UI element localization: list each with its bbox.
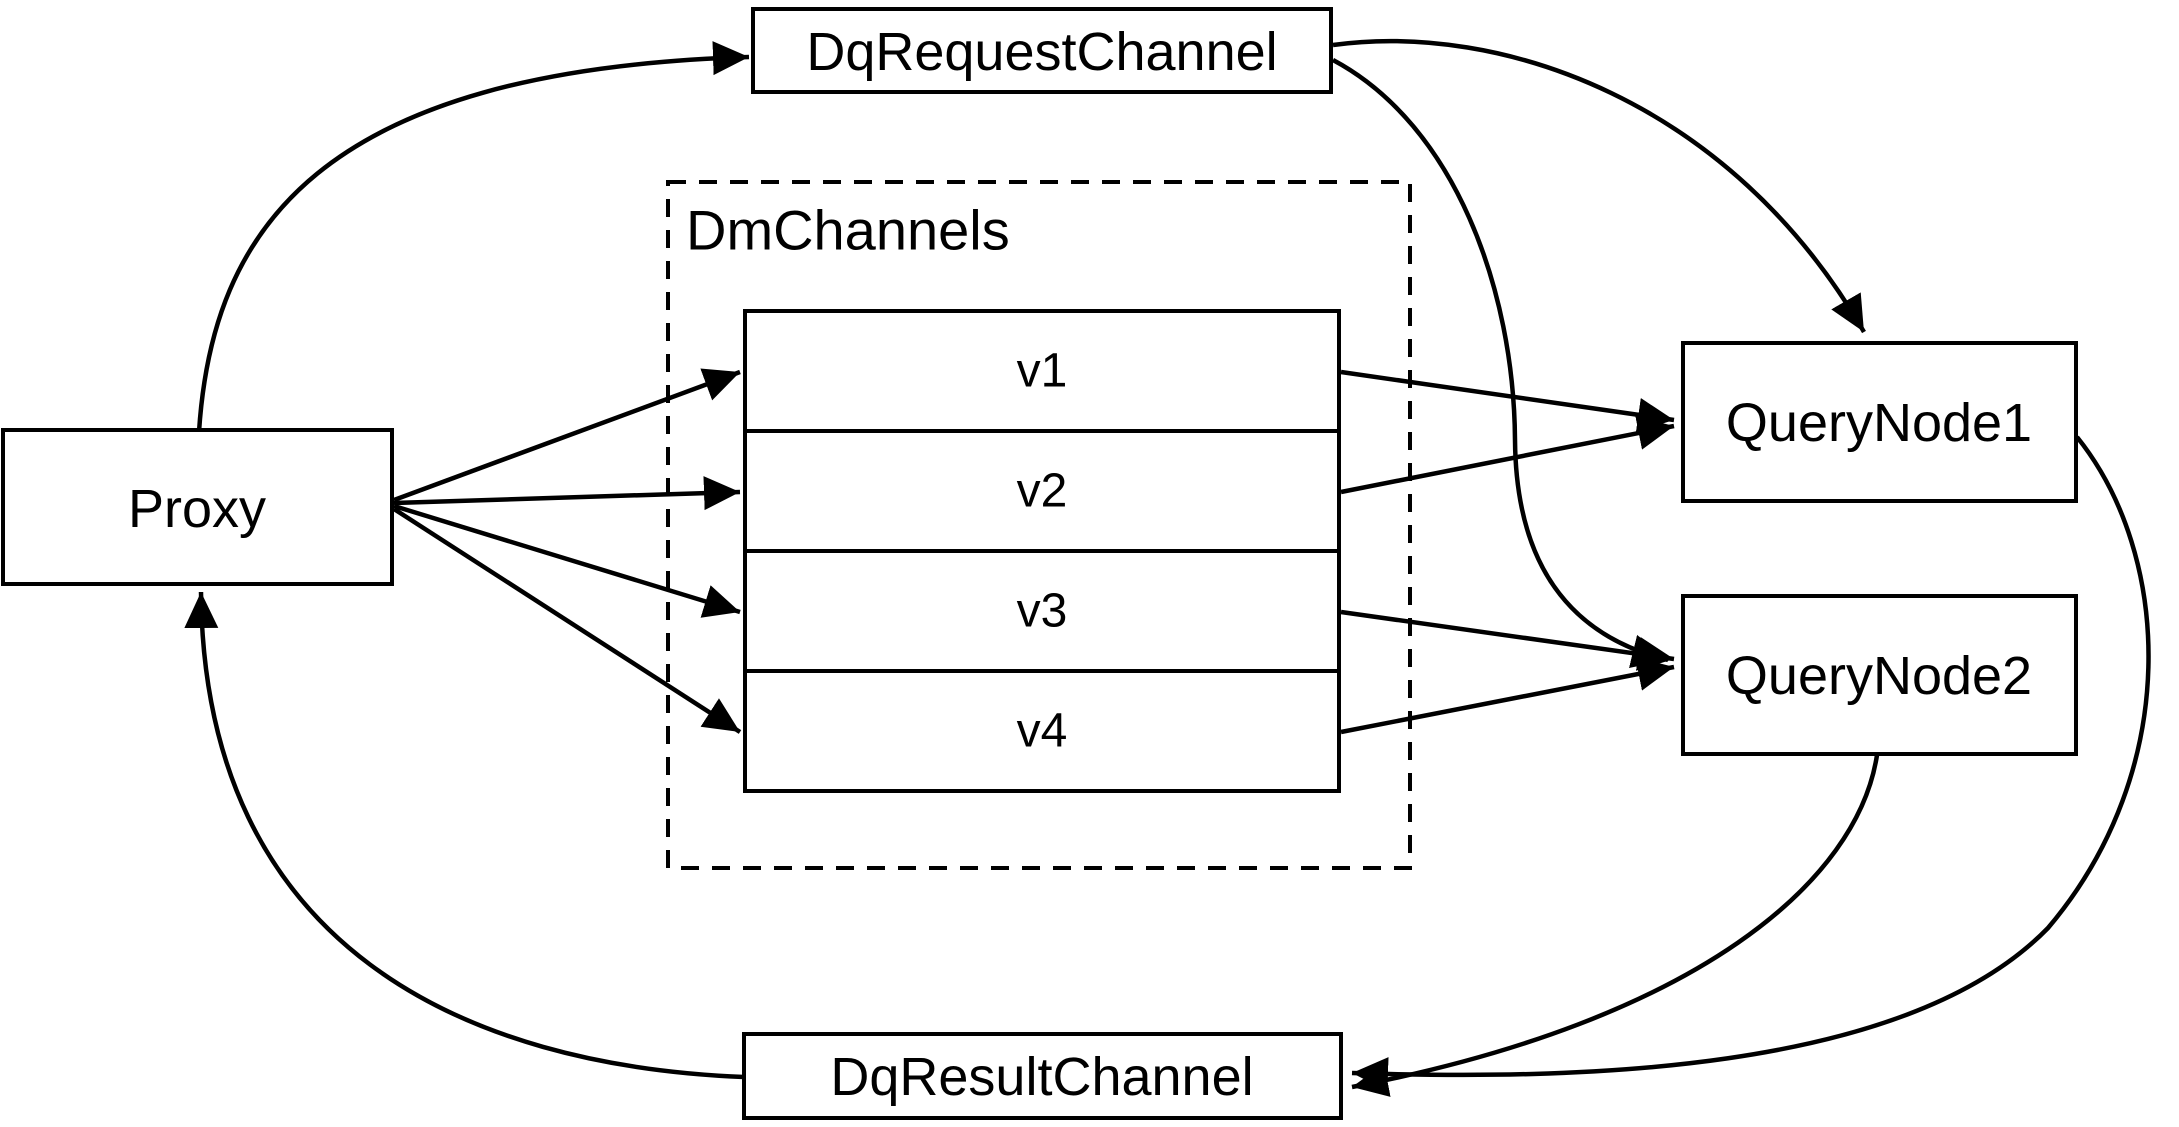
edge-v1-to-querynode1 <box>1340 369 1675 432</box>
querynode2-label: QueryNode2 <box>1726 646 2032 706</box>
proxy-box <box>1 428 394 586</box>
edge-querynode2-to-dqresultchannel <box>1351 754 1880 1097</box>
dqrequestchannel-label: DqRequestChannel <box>806 22 1277 82</box>
dmchannels-table: v1 v2 v3 v4 <box>743 309 1341 793</box>
edge-proxy-to-v4 <box>392 507 742 734</box>
channel-row-v3: v3 <box>1017 585 1068 638</box>
channel-row-v1: v1 <box>1017 345 1068 398</box>
channel-row-v4: v4 <box>1017 705 1068 758</box>
querynode1-label: QueryNode1 <box>1726 393 2032 453</box>
edge-proxy-to-dqrequestchannel <box>196 41 750 433</box>
edge-proxy-to-v3 <box>393 503 741 618</box>
dmchannels-dashed-border <box>666 180 1412 870</box>
edge-dqresultchannel-to-proxy <box>184 591 745 1080</box>
edge-proxy-to-v2 <box>393 476 741 511</box>
querynode1-box <box>1681 341 2078 503</box>
edge-dqrequestchannel-to-querynode1 <box>1332 38 1866 334</box>
edge-dqrequestchannel-to-querynode2 <box>1331 58 1669 668</box>
edge-v4-to-querynode2 <box>1340 657 1675 735</box>
edge-v3-to-querynode2 <box>1340 609 1675 671</box>
dmchannels-label: DmChannels <box>686 199 1010 262</box>
node-dqrequestchannel: DqRequestChannel <box>751 7 1333 94</box>
node-querynode1: QueryNode1 <box>1681 341 2078 503</box>
channel-row-v2: v2 <box>1017 465 1068 518</box>
dqrequestchannel-box <box>751 7 1333 94</box>
dqresultchannel-label: DqResultChannel <box>830 1047 1253 1107</box>
edge-querynode1-to-dqresultchannel <box>1351 435 2151 1092</box>
node-proxy: Proxy <box>1 428 394 586</box>
node-dqresultchannel: DqResultChannel <box>742 1032 1343 1120</box>
edge-group <box>184 38 2151 1097</box>
edge-proxy-to-v1 <box>393 368 741 503</box>
node-querynode2: QueryNode2 <box>1681 594 2078 756</box>
dmchannels-group: DmChannels v1 v2 v3 v4 <box>666 180 1412 870</box>
querynode2-box <box>1681 594 2078 756</box>
dqresultchannel-box <box>742 1032 1343 1120</box>
proxy-label: Proxy <box>128 479 266 539</box>
edge-v2-to-querynode1 <box>1340 416 1675 495</box>
